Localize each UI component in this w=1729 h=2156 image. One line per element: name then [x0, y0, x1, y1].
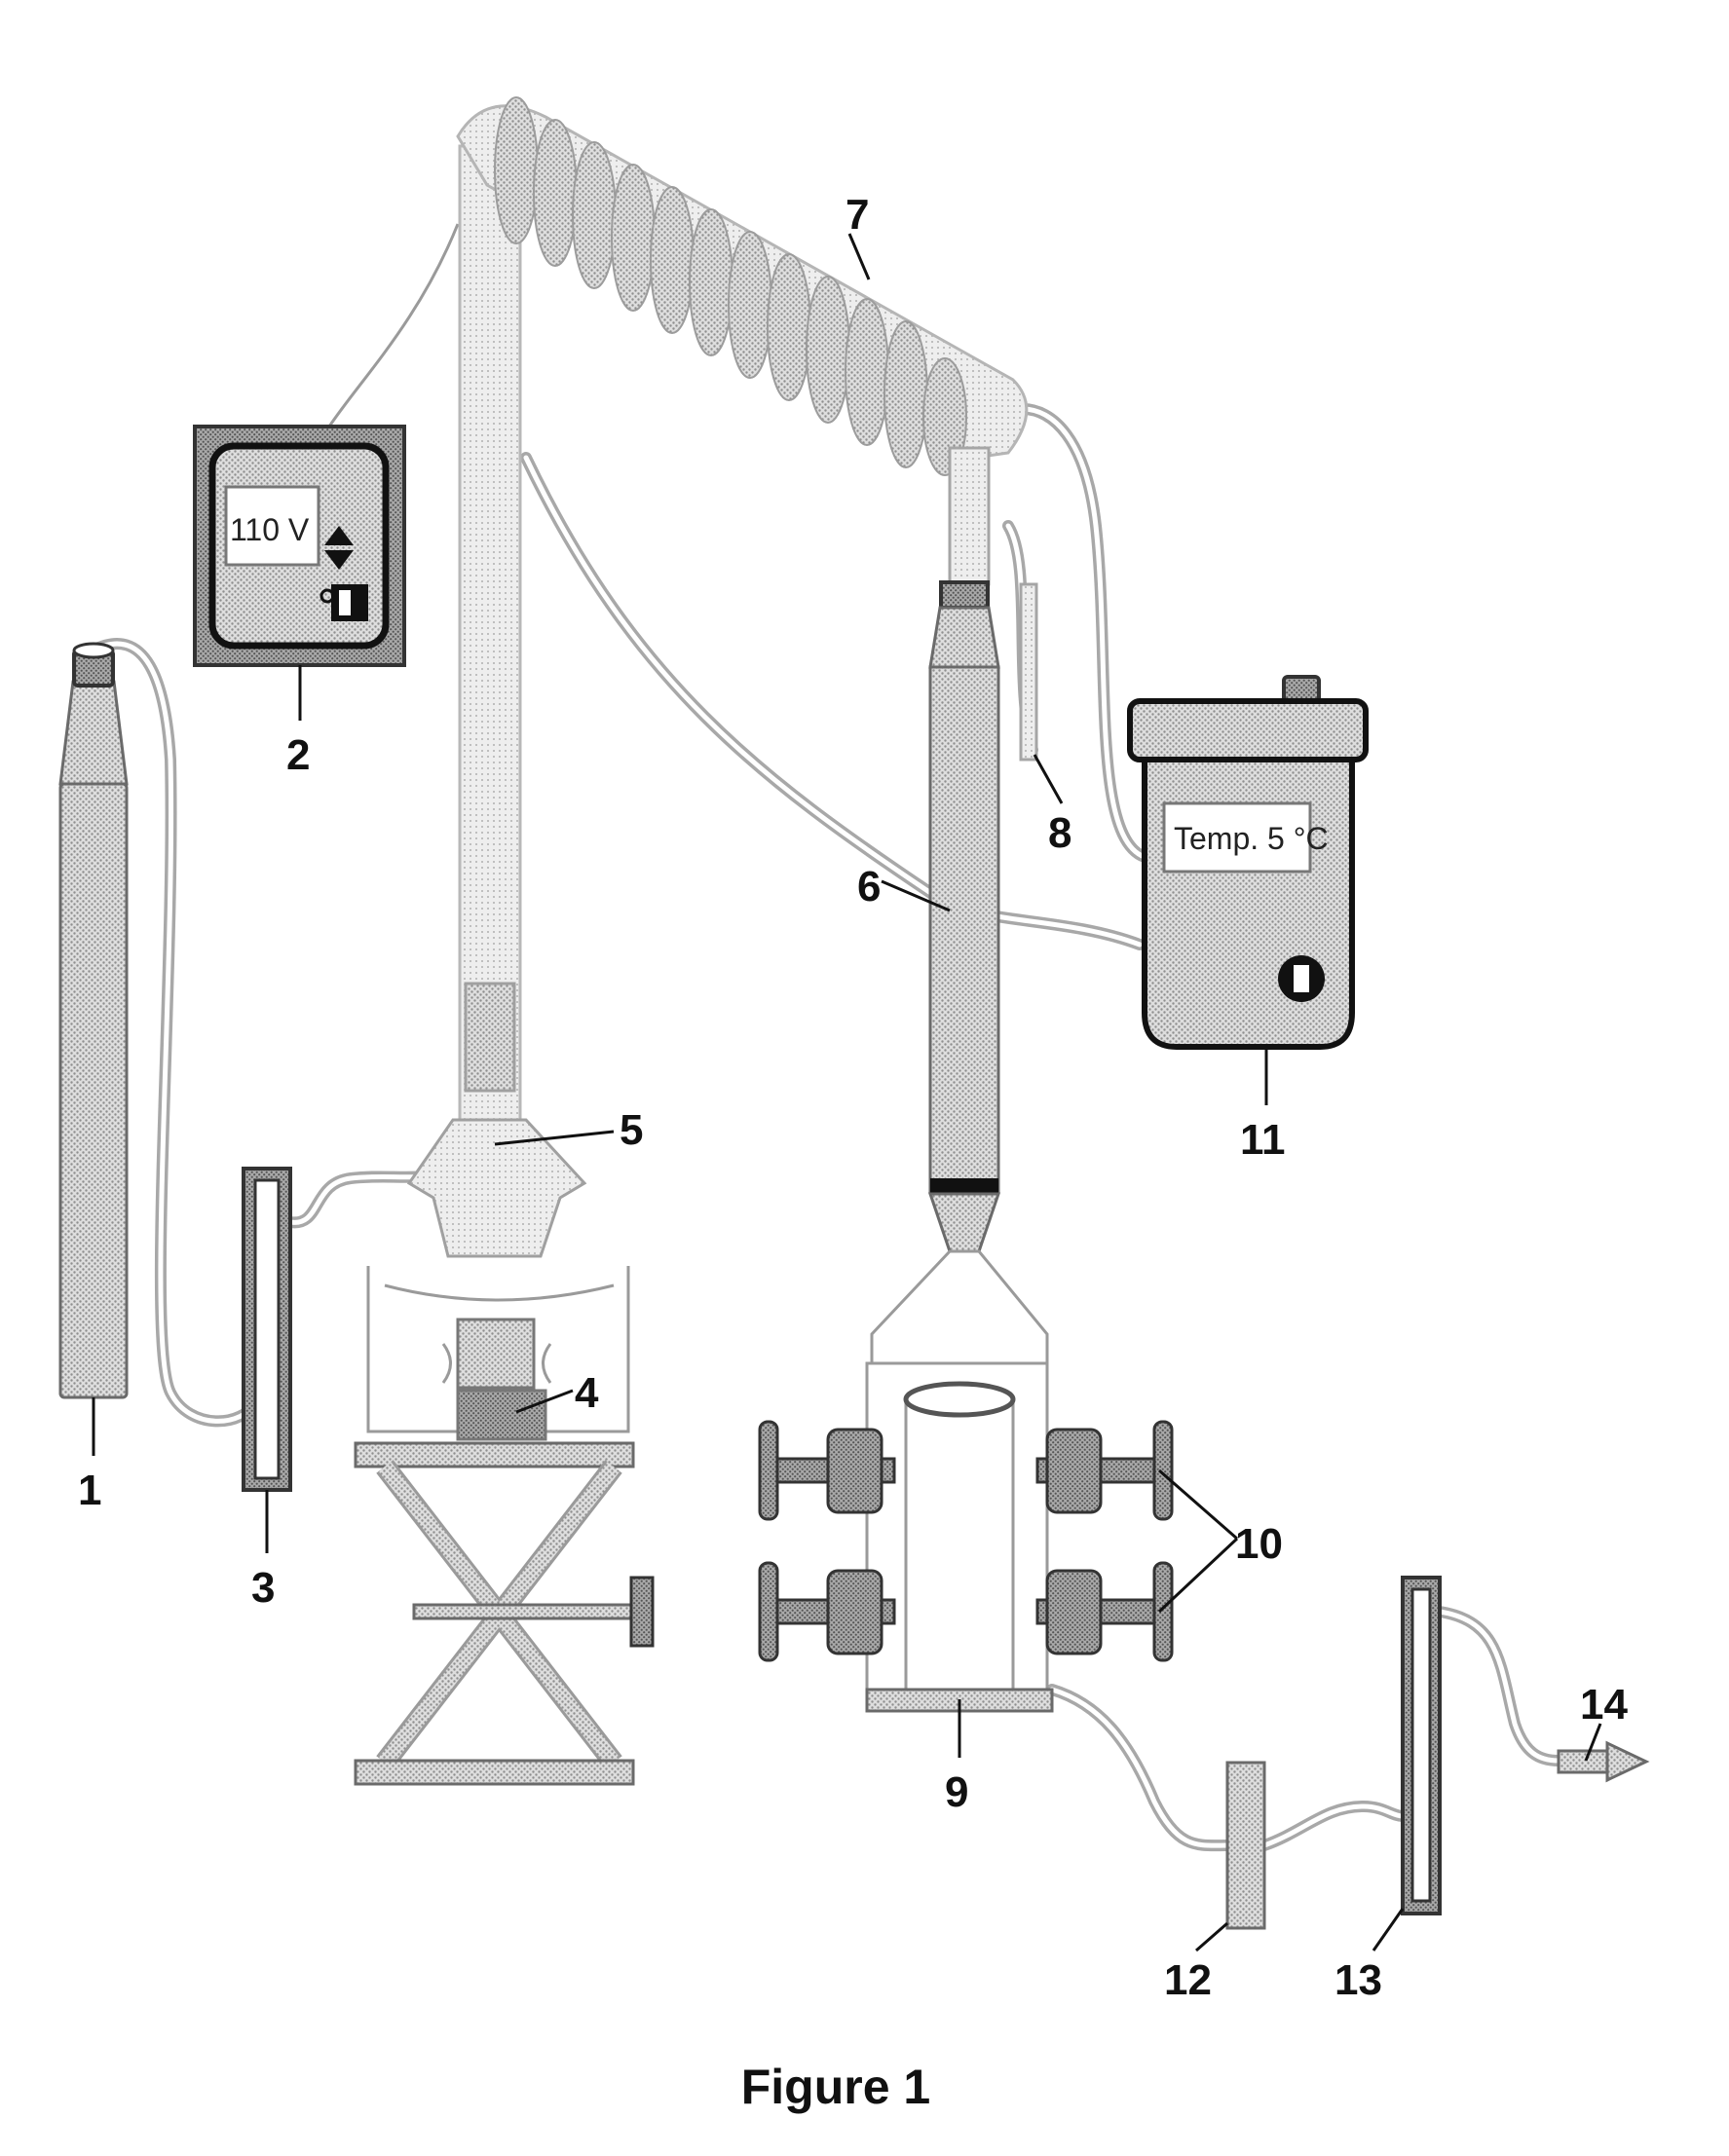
lab-jack [356, 1443, 653, 1784]
label-5: 5 [620, 1106, 643, 1154]
cold-trap-tube [1021, 584, 1036, 760]
collection-column [930, 582, 998, 1251]
label-13: 13 [1334, 1956, 1382, 2004]
electrode-handles [760, 1422, 1172, 1660]
gas-cylinder [60, 644, 127, 1397]
flowmeter-3 [244, 1169, 290, 1490]
label-7: 7 [846, 191, 869, 239]
label-2: 2 [286, 731, 310, 779]
label-4: 4 [575, 1369, 599, 1417]
flow-arrow-icon [1607, 1743, 1646, 1780]
label-14: 14 [1580, 1681, 1628, 1729]
chiller-display: Temp. 5 °C [1174, 821, 1329, 856]
flowmeter-12 [1227, 1763, 1264, 1928]
label-11: 11 [1240, 1116, 1286, 1164]
figure-caption: Figure 1 [741, 2060, 930, 2114]
label-1: 1 [78, 1467, 101, 1514]
exhaust-outlet [1559, 1743, 1646, 1780]
label-3: 3 [251, 1564, 275, 1612]
label-8: 8 [1048, 809, 1071, 857]
power-switch-icon [1278, 955, 1325, 1002]
label-6: 6 [857, 863, 881, 911]
label-9: 9 [945, 1768, 968, 1816]
flowmeter-13 [1403, 1578, 1440, 1914]
voltage-controller: 110 V [195, 427, 404, 665]
controller-display: 110 V [230, 512, 310, 547]
chiller: Temp. 5 °C [1130, 677, 1366, 1047]
label-12: 12 [1164, 1956, 1212, 2004]
label-10: 10 [1235, 1520, 1283, 1568]
coil-condenser [458, 97, 1027, 584]
reaction-column [409, 146, 584, 1388]
